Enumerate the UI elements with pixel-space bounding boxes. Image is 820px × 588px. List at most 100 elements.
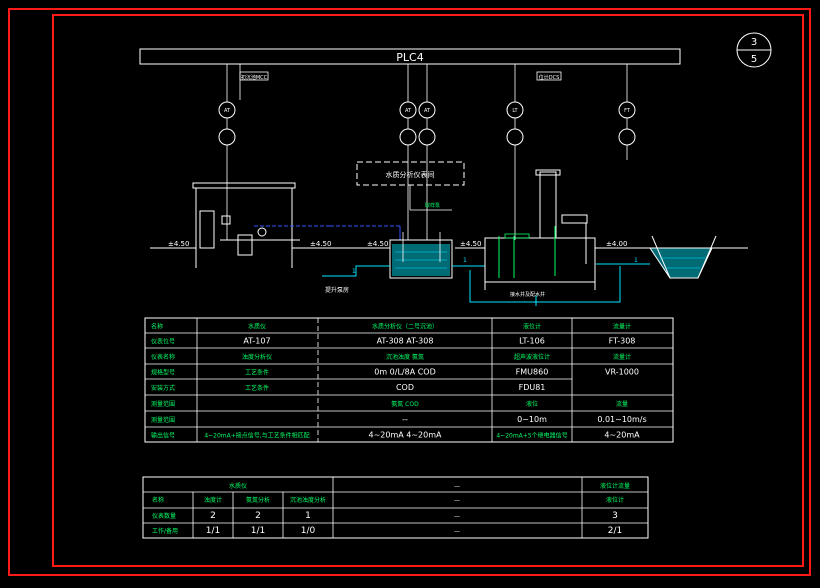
spec-cell-0-label: 名称 xyxy=(151,323,163,331)
spec-cell-3-label: 规格型号 xyxy=(151,369,175,377)
bottom-row-duty-mid: — xyxy=(454,528,460,535)
elevation-label: ±4.50 xyxy=(460,240,481,248)
bottom-header-right: 液位计流量 xyxy=(600,482,630,490)
svg-text:AT: AT xyxy=(224,108,231,114)
spec-cell-0-c1: 水质仪 xyxy=(248,323,266,331)
process-pipes xyxy=(322,263,650,306)
instrument-bubbles xyxy=(218,101,636,146)
dcs-tag-box xyxy=(536,71,562,81)
spec-cell-3-c3: FMU860 xyxy=(516,368,549,377)
elevation-label: ±4.50 xyxy=(367,240,388,248)
bottom-sub-a: 浊度计 xyxy=(204,496,222,504)
pump-house xyxy=(192,182,296,268)
bottom-header-water: 水质仪 xyxy=(229,482,247,490)
dcs-tag: 位计DCS xyxy=(539,74,560,81)
sampling-label: 取样泵 xyxy=(425,202,440,209)
bottom-row-qty-label: 仪表数量 xyxy=(152,512,176,520)
svg-text:1: 1 xyxy=(352,268,356,275)
spec-cell-6-c2: -- xyxy=(402,415,408,424)
spec-cell-5-label: 测量范围 xyxy=(151,400,175,408)
bottom-row-qty-a: 2 xyxy=(210,511,216,521)
bottom-sub-c: 沉池浊度分析 xyxy=(290,496,326,504)
instrument-bubble xyxy=(218,128,236,146)
level-sensor xyxy=(498,226,556,278)
plc-bus: PLC4 初沉池MCC 位计DCS xyxy=(139,48,681,81)
instrument-bubble xyxy=(506,101,524,119)
bottom-sub-right: 液位计 xyxy=(606,496,624,504)
instrument-bubble xyxy=(418,128,436,146)
instrument-bubble xyxy=(399,101,417,119)
spec-cell-4-c1: 工艺条件 xyxy=(245,384,269,392)
spec-cell-4-c2: COD xyxy=(396,383,414,392)
plc-title: PLC4 xyxy=(396,51,423,64)
spec-cell-7-c3: 4~20mA+5个继电器信号 xyxy=(496,432,567,440)
spec-cell-1-c4: FT-308 xyxy=(609,337,636,346)
bottom-row-qty-mid: — xyxy=(454,513,460,520)
bottom-row-duty-label: 工作/备用 xyxy=(152,527,178,535)
sheet-total: 5 xyxy=(751,54,757,65)
sheet-number: 3 xyxy=(751,37,757,48)
analyzer-room-label: 水质分析仪表间 xyxy=(386,170,435,179)
bottom-header-mid: — xyxy=(454,483,460,490)
svg-text:FT: FT xyxy=(624,108,631,114)
signal-lines xyxy=(226,64,628,240)
spec-cell-7-label: 输出信号 xyxy=(151,432,175,440)
spec-cell-2-c3: 超声波液位计 xyxy=(514,353,550,361)
quantity-table: 水质仪 — 液位计流量 名称 浊度计 氨氮分析 沉池浊度分析 — 液位计 仪表数… xyxy=(142,476,649,539)
sheet-badge: 3 5 xyxy=(736,32,772,68)
bottom-sub-label: 名称 xyxy=(152,496,164,504)
bottom-sub-mid: — xyxy=(454,497,460,504)
spec-cell-6-label: 测量范围 xyxy=(151,416,175,424)
instrument-bubble xyxy=(399,128,417,146)
bottom-row-duty-c: 1/0 xyxy=(301,526,316,536)
spec-cell-2-c4: 流量计 xyxy=(613,353,631,361)
spec-cell-5-c3: 液位 xyxy=(526,400,538,408)
spec-cell-2-c2: 沉池浊度 氨氮 xyxy=(386,353,424,361)
spec-cell-2-c1: 浊度分析仪 xyxy=(242,353,272,361)
instrument-bubble-tags: AT AT AT LT FT xyxy=(224,108,631,114)
pump-house-label: 提升泵房 xyxy=(325,286,349,294)
spec-cell-1-label: 仪表位号 xyxy=(151,338,175,346)
svg-text:AT: AT xyxy=(405,108,412,114)
spec-cell-4-c3: FDU81 xyxy=(519,383,546,392)
mcc-tag: 初沉池MCC xyxy=(241,74,268,81)
flow-markers: 1 1 1 xyxy=(352,257,638,275)
settling-tank xyxy=(389,232,453,279)
outlet-channel xyxy=(649,235,717,279)
spec-cell-1-c1: AT-107 xyxy=(243,337,270,346)
bottom-row-qty-right: 3 xyxy=(612,511,618,521)
spec-cell-6-c3: 0~10m xyxy=(517,415,547,424)
outer-frame xyxy=(8,8,811,576)
inner-frame xyxy=(52,14,804,567)
spec-cell-1-c2: AT-308 AT-308 xyxy=(377,337,434,346)
spec-cell-3-c2: 0m 0/L/8A COD xyxy=(374,368,436,377)
spec-cell-3-c1: 工艺条件 xyxy=(245,369,269,377)
bottom-row-qty-c: 1 xyxy=(305,511,311,521)
spec-cell-4-label: 安装方式 xyxy=(151,384,175,392)
instrument-bubble xyxy=(506,128,524,146)
spec-cell-0-c2: 水质分析仪（二号沉池） xyxy=(372,323,438,331)
svg-text:LT: LT xyxy=(512,108,518,114)
spec-cell-7-c4: 4~20mA xyxy=(604,431,640,440)
elevation-label: ±4.50 xyxy=(310,240,331,248)
instrument-bubble xyxy=(218,101,236,119)
spec-cell-7-c1: 4~20mA+接点信号,与工艺条件相匹配 xyxy=(204,432,309,440)
instrument-bubble xyxy=(418,101,436,119)
spec-cell-5-c4: 流量 xyxy=(616,400,628,408)
bottom-row-qty-b: 2 xyxy=(255,511,261,521)
analyzer-room-box xyxy=(356,161,465,186)
distribution-well xyxy=(484,169,596,290)
bottom-sub-b: 氨氮分析 xyxy=(246,496,270,504)
spec-cell-1-c3: LT-106 xyxy=(519,337,545,346)
bottom-row-duty-right: 2/1 xyxy=(608,526,622,536)
elevation-label: ±4.00 xyxy=(606,240,627,248)
spec-cell-2-label: 仪表名称 xyxy=(151,353,175,361)
elevation-label: ±4.50 xyxy=(168,240,189,248)
elevation-labels: ±4.50 ±4.50 ±4.50 ±4.50 ±4.00 xyxy=(168,240,627,248)
spec-cell-7-c2: 4~20mA 4~20mA xyxy=(368,431,442,440)
spec-cell-6-c4: 0.01~10m/s xyxy=(597,415,646,424)
